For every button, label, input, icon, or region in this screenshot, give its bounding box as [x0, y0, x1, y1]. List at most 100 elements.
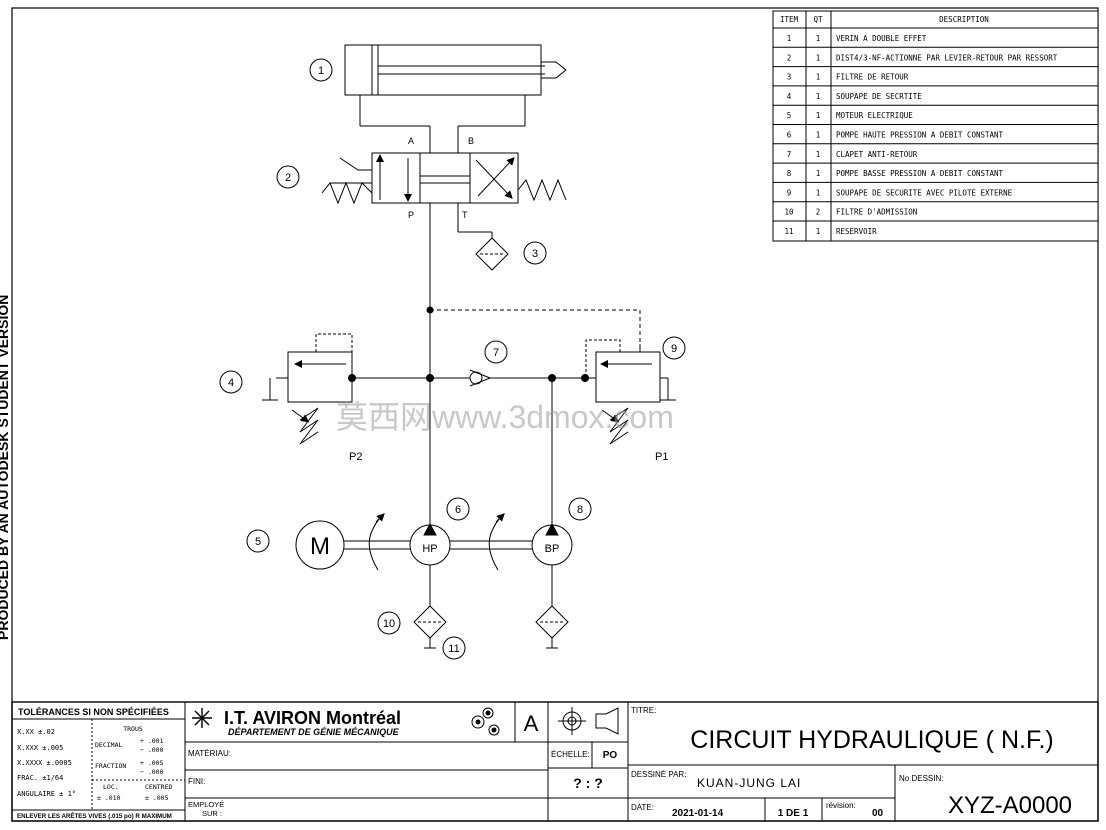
loc-val: ± .010	[97, 794, 121, 802]
balloon-label-3: 3	[532, 248, 538, 260]
employe-label: EMPLOYÉ	[188, 800, 224, 809]
balloon-label-7: 7	[493, 347, 499, 359]
revision-value: 00	[872, 808, 884, 819]
balloon-label-10: 10	[383, 618, 395, 630]
bom-row-qt: 1	[816, 169, 821, 178]
hp-label: HP	[422, 543, 437, 555]
port-a-label: A	[408, 136, 414, 146]
title-block	[11, 701, 1099, 822]
balloon-label-6: 6	[455, 504, 461, 516]
bom-row-description: SOUPAPE DE SECURITE AVEC PILOTE EXTERNE	[836, 188, 1013, 197]
date-label: DATE:	[631, 803, 654, 812]
bom-row-item: 10	[784, 208, 794, 217]
bom-row-qt: 1	[816, 131, 821, 140]
centred-label: CENTRED	[145, 783, 172, 791]
echelle-unit: PO	[603, 750, 618, 761]
centred-val: ± .005	[145, 794, 169, 802]
balloon-label-1: 1	[318, 65, 324, 77]
company-logo	[192, 708, 212, 728]
bom-row-qt: 1	[816, 73, 821, 82]
balloon-label-5: 5	[255, 536, 261, 548]
return-filter	[475, 237, 509, 271]
balloon-label-8: 8	[577, 504, 583, 516]
bom-header-item: ITEM	[780, 15, 799, 24]
bom-row-description: FILTRE D'ADMISSION	[836, 208, 917, 217]
bp-label: BP	[545, 543, 560, 555]
bom-row-description: DIST4/3-NF-ACTIONNE PAR LEVIER-RETOUR PA…	[836, 53, 1058, 62]
port-t-label: T	[462, 210, 468, 220]
relief-valve-p1	[585, 339, 676, 445]
company-name: I.T. AVIRON Montréal	[224, 708, 401, 728]
dessine-value: KUAN-JUNG LAI	[697, 776, 801, 790]
balloon-label-9: 9	[671, 343, 677, 355]
bom-row-item: 1	[787, 34, 792, 43]
decimal-val1: + .001	[140, 737, 164, 745]
bom-row-item: 8	[787, 169, 792, 178]
loc-label: LOC.	[103, 783, 119, 791]
bom-row-description: CLAPET ANTI-RETOUR	[836, 150, 918, 159]
balloon-label-4: 4	[228, 377, 234, 389]
date-value: 2021-01-14	[672, 808, 724, 819]
bom-row-qt: 1	[816, 92, 821, 101]
balloon-circle-7	[484, 340, 508, 364]
tol-frac: FRAC. ±1/64	[17, 774, 63, 782]
balloon-circle-2	[276, 165, 300, 189]
decimal-val2: − .000	[140, 746, 164, 754]
bom-row-item: 6	[787, 131, 792, 140]
title-block-text: TOLÉRANCES SI NON SPÉCIFIÉES X.XX ±.02 X…	[17, 706, 1072, 820]
fraction-val2: − .000	[140, 768, 164, 776]
p2-label: P2	[349, 451, 362, 463]
decimal-label: DECIMAL	[95, 741, 122, 749]
low-pressure-pump	[531, 522, 573, 606]
bom-row-item: 5	[787, 111, 792, 120]
bom-row-description: SOUPAPE DE SECRTITE	[836, 92, 922, 101]
revision-label: révision:	[826, 801, 856, 810]
bom-row-description: VERIN A DOUBLE EFFET	[836, 34, 927, 43]
drawing-title: CIRCUIT HYDRAULIQUE ( N.F.)	[690, 726, 1053, 754]
sheet-number: 1 DE 1	[778, 808, 809, 819]
check-valve	[469, 369, 492, 387]
bom-row-qt: 1	[816, 34, 821, 43]
balloon-circle-10	[377, 611, 401, 635]
fraction-val1: + .005	[140, 759, 164, 767]
balloon-circle-6	[446, 497, 470, 521]
bom-row-description: POMPE BASSE PRESSION A DEBIT CONSTANT	[836, 169, 1004, 178]
bom-row-item: 2	[787, 53, 792, 62]
bom-row-description: FILTRE DE RETOUR	[836, 73, 909, 82]
bom-row-item: 4	[787, 92, 792, 101]
bom-row-item: 7	[787, 150, 792, 159]
bom-row-qt: 1	[816, 111, 821, 120]
dessine-label: DESSINÉ PAR:	[631, 770, 686, 779]
balloon-circle-8	[568, 497, 592, 521]
bom-row-qt: 1	[816, 227, 821, 236]
tol-angulaire: ANGULAIRE ± 1°	[17, 790, 76, 798]
high-pressure-pump	[409, 513, 532, 606]
bom-row-description: MOTEUR ELECTRIQUE	[836, 111, 913, 120]
tol-xx: X.XX ±.02	[17, 728, 55, 736]
electric-motor	[295, 513, 410, 571]
drawing-size: A	[524, 711, 539, 736]
balloon-label-2: 2	[285, 172, 291, 184]
port-p-label: P	[408, 210, 414, 220]
bom-row-item: 11	[784, 227, 793, 236]
student-version-stamp: PRODUCED BY AN AUTODESK STUDENT VERSION	[0, 295, 11, 640]
bom-row-description: POMPE HAUTE PRESSION A DEBIT CONSTANT	[836, 131, 1004, 140]
titre-label: TITRE:	[631, 706, 656, 715]
fraction-label: FRACTION	[95, 762, 126, 770]
materiau-label: MATÉRIAU:	[188, 749, 231, 758]
balloon-circle-5	[246, 529, 270, 553]
tolerances-title: TOLÉRANCES SI NON SPÉCIFIÉES	[18, 707, 169, 717]
echelle-value: ? : ?	[573, 775, 603, 791]
balloon-circle-9	[662, 336, 686, 360]
balloon-circle-11	[442, 636, 466, 660]
echelle-label: ÉCHELLE:	[551, 750, 590, 759]
balloon-circle-3	[523, 241, 547, 265]
bom-header-qt: QT	[813, 15, 823, 24]
no-dessin-value: XYZ-A0000	[948, 792, 1072, 819]
bom-header-description: DESCRIPTION	[939, 15, 989, 24]
watermark: 莫西网www.3dmox.com	[336, 399, 674, 435]
tol-xxxx: X.XXXX ±.0005	[17, 759, 72, 767]
